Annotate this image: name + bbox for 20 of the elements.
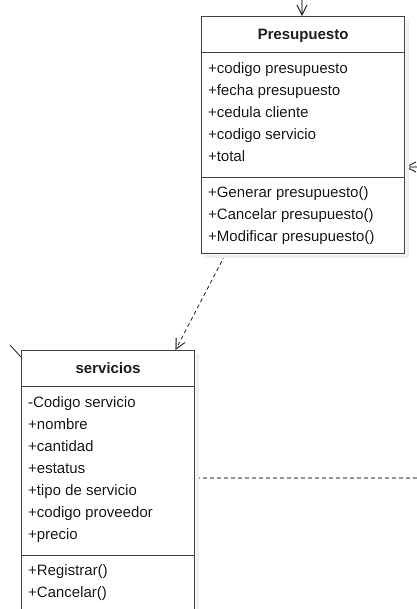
attribute-text: +estatus <box>28 459 86 479</box>
attribute-text: +cedula cliente <box>208 103 310 123</box>
attribute-text: +codigo presupuesto <box>208 59 349 79</box>
class-name: servicios <box>22 351 194 387</box>
method-text: +Modificar presupuesto() <box>208 227 376 247</box>
attribute-text: +precio <box>28 525 79 545</box>
method-text: +Generar presupuesto() <box>208 183 370 203</box>
arrow <box>296 0 308 16</box>
attribute-text: -Codigo servicio <box>28 393 137 413</box>
attribute-text: +codigo servicio <box>208 125 317 145</box>
attribute-text: +nombre <box>28 415 89 435</box>
attribute-text: +cantidad <box>28 437 94 457</box>
method-text: +Cancelar() <box>28 583 108 603</box>
attribute-text: +codigo proveedor <box>28 503 154 523</box>
class-name: Presupuesto <box>202 17 404 53</box>
method-text: +Cancelar presupuesto() <box>208 205 375 225</box>
attribute-text: +tipo de servicio <box>28 481 138 501</box>
attribute-text: +fecha presupuesto <box>208 81 342 101</box>
method-text: +Registrar() <box>28 561 109 581</box>
attribute-text: +total <box>208 147 246 167</box>
